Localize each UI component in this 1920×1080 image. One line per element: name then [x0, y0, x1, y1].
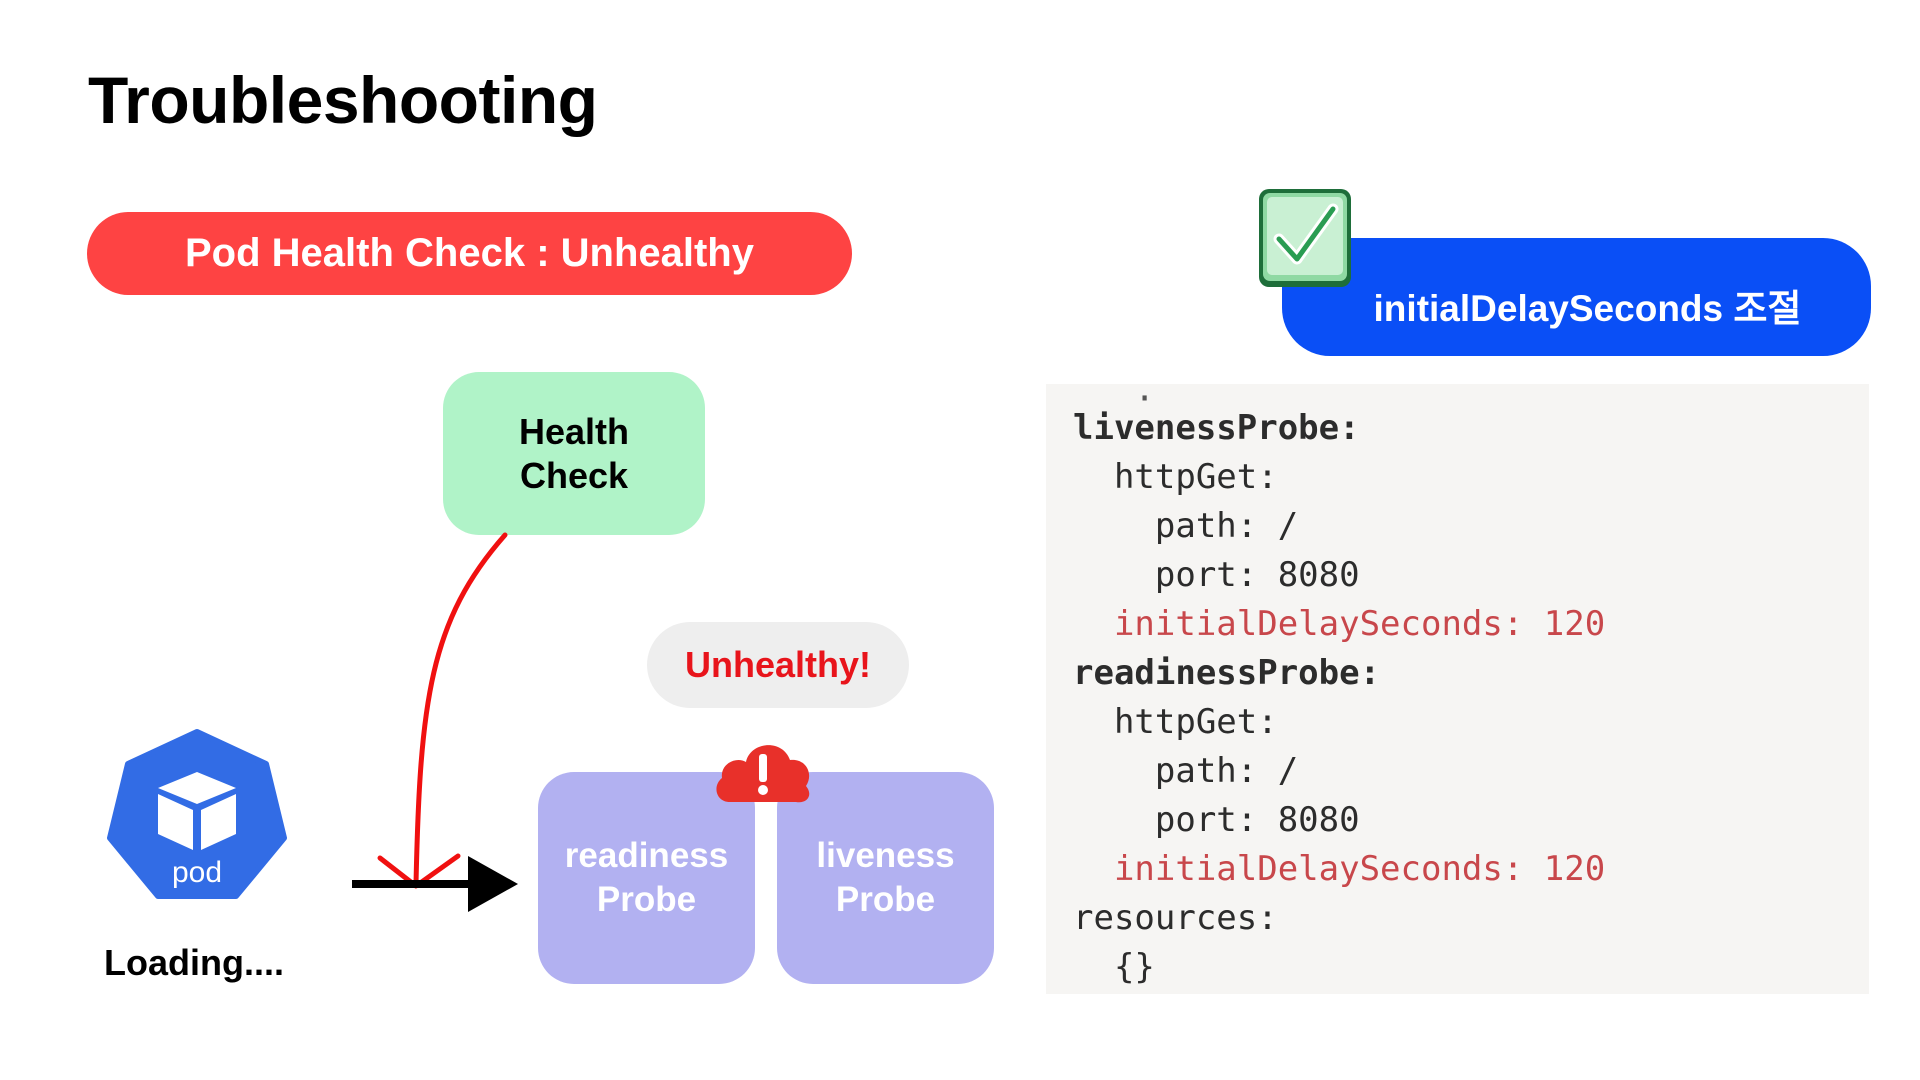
check-mark-button-icon — [1259, 189, 1351, 287]
code-line: initialDelaySeconds: 120 — [1073, 849, 1606, 889]
pod-icon-label: pod — [172, 856, 222, 889]
code-line: port: 8080 — [1073, 555, 1360, 595]
code-cutoff-line: · — [1073, 394, 1605, 404]
code-line: livenessProbe: — [1073, 408, 1360, 448]
kubernetes-pod-icon: pod — [107, 729, 287, 899]
cloud-exclamation-icon — [716, 745, 810, 803]
yaml-code-panel: ·livenessProbe: httpGet: path: / port: 8… — [1046, 384, 1869, 994]
health-check-box: Health Check — [443, 372, 705, 535]
liveness-probe-box: liveness Probe — [777, 772, 994, 984]
health-check-arrow — [413, 532, 508, 887]
readiness-probe-line1: readiness — [564, 836, 729, 876]
code-lines: livenessProbe: httpGet: path: / port: 80… — [1073, 404, 1605, 992]
code-line: readinessProbe: — [1073, 653, 1381, 693]
code-line: initialDelaySeconds: 120 — [1073, 604, 1606, 644]
liveness-probe-line2: Probe — [835, 880, 936, 919]
code-line: httpGet: — [1073, 702, 1278, 742]
unhealthy-status-bubble: Unhealthy! — [647, 622, 909, 708]
pod-to-probe-arrowhead — [468, 856, 518, 912]
health-check-line2: Check — [519, 454, 629, 496]
health-check-arrowhead — [377, 853, 461, 889]
readiness-probe-box: readiness Probe — [538, 772, 755, 984]
code-line: resources: — [1073, 898, 1278, 938]
slide-title: Troubleshooting — [88, 63, 598, 137]
code-line: path: / — [1073, 751, 1299, 791]
pod-loading-label: Loading.... — [104, 942, 284, 983]
readiness-probe-line2: Probe — [596, 880, 697, 919]
code-line: {} — [1073, 947, 1155, 987]
unhealthy-banner: Pod Health Check : Unhealthy — [87, 212, 852, 295]
yaml-code-block: ·livenessProbe: httpGet: path: / port: 8… — [1073, 394, 1605, 992]
liveness-probe-line1: liveness — [816, 836, 955, 876]
code-line: path: / — [1073, 506, 1299, 546]
code-line: httpGet: — [1073, 457, 1278, 497]
initial-delay-banner: initialDelaySeconds 조절 — [1282, 238, 1871, 356]
health-check-line1: Health — [518, 410, 630, 452]
code-line: port: 8080 — [1073, 800, 1360, 840]
